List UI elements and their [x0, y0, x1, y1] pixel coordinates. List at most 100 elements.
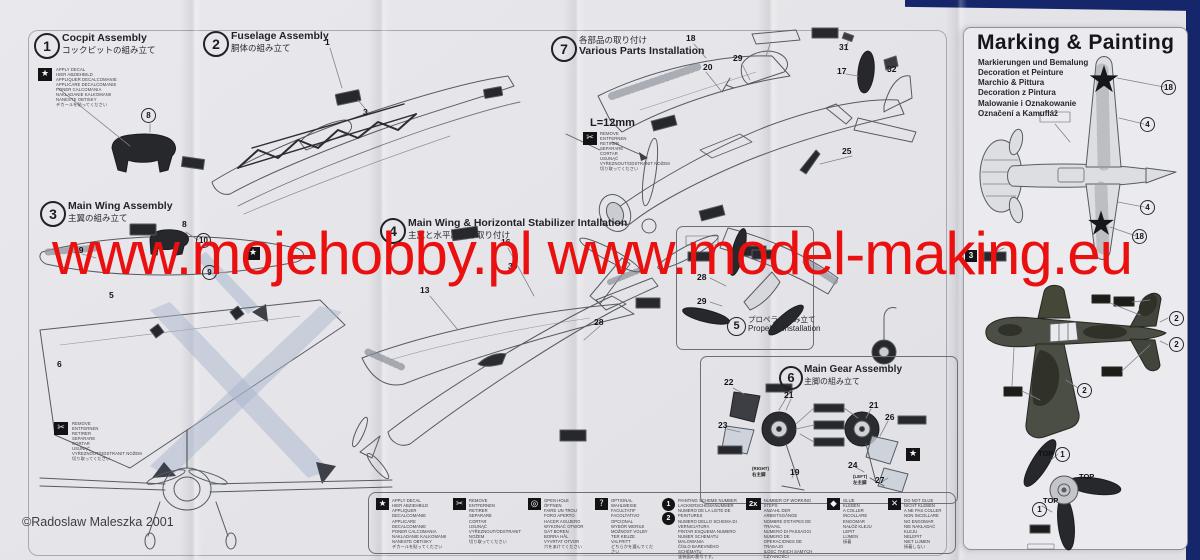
- step-4-title: Main Wing & Horizontal Stabilizer Intall…: [408, 217, 628, 229]
- step-5-box: [676, 226, 814, 350]
- marking-painting-title: Marking & Painting: [977, 31, 1175, 54]
- prop-top-label: TOP: [1079, 472, 1095, 481]
- apply-decal-note: APPLY DECAL HIER ABZIEHBILD APPLIQUER DE…: [56, 67, 117, 108]
- part-number: 23: [718, 420, 728, 430]
- legend-item-open-hole: ◎ OPEN HOLE ÖFFNEN FAIRE UN TROU FORO AP…: [528, 498, 590, 549]
- step-5-number: 5: [727, 317, 746, 336]
- remove-icon: ✂: [453, 498, 466, 510]
- part-number: 6: [57, 359, 62, 369]
- callout-decal-18: 18: [1132, 229, 1147, 244]
- step-1-title-jp: コックピットの組み立て: [62, 45, 156, 56]
- part-number: 13: [420, 285, 430, 295]
- legend-item-apply-decal: ★ APPLY DECAL HIER ABZIEHBILD APPLIQUER …: [376, 498, 448, 550]
- step-6-title: Main Gear Assembly: [804, 364, 903, 375]
- part-number: 25: [842, 146, 852, 156]
- legend-text: DO NOT GLUE NICHT KLEBEN A NE PAS COLLER…: [904, 498, 942, 550]
- part-number: 20: [703, 62, 713, 72]
- part-number: 29: [697, 296, 707, 306]
- callout-decal-18: 18: [1161, 80, 1176, 95]
- step-1-header: Cocpit Assembly コックピットの組み立て: [62, 32, 156, 55]
- part-number: 32: [887, 64, 897, 74]
- remove-icon: ✂: [54, 422, 68, 435]
- callout-scheme-2: 2: [1169, 311, 1184, 326]
- marking-panel: [963, 27, 1188, 550]
- prop-top-label: TOP: [1043, 496, 1059, 505]
- part-number: 21: [869, 400, 879, 410]
- part-number: 1: [325, 37, 330, 47]
- step-7-title-jp: 各部品の取り付け: [579, 35, 648, 45]
- step-4-number: 4: [380, 218, 406, 244]
- part-number: 28: [594, 317, 604, 327]
- fold-crease: [368, 0, 390, 560]
- part-number: 28: [697, 272, 707, 282]
- part-number: 21: [784, 390, 794, 400]
- part-number: 31: [839, 42, 849, 52]
- legend-item-working-steps: 2x NUMBER OF WORKING STEPS ANZAHL DER AR…: [745, 498, 822, 560]
- step-6-header: Main Gear Assembly 主脚の組み立て: [804, 364, 902, 386]
- part-number: 27: [875, 475, 885, 485]
- symbol-legend: ★ APPLY DECAL HIER ABZIEHBILD APPLIQUER …: [368, 492, 956, 560]
- copyright: ©Radoslaw Maleszka 2001: [22, 515, 174, 529]
- part-number: 16: [501, 237, 511, 247]
- glue-icon: ◆: [827, 498, 840, 510]
- legend-item-remove: ✂ REMOVE ENTFERNEN RETIRER SEPARARE CORT…: [453, 498, 523, 548]
- step-5-title-jp: プロペラの組み立て: [748, 315, 816, 324]
- scheme-3-marker: 3: [965, 250, 977, 262]
- scheme-number-1-icon: 1: [662, 498, 675, 511]
- callout-10: 10: [196, 233, 211, 248]
- remove-icon: ✂: [583, 132, 597, 145]
- prop-top-label: TOP: [1038, 449, 1054, 458]
- callout-scheme-2: 2: [1077, 383, 1092, 398]
- step-1-number: 1: [34, 33, 60, 59]
- step-6-number: 6: [779, 366, 803, 390]
- callout-scheme-1: 1: [1032, 502, 1047, 517]
- callout-8: 8: [141, 108, 156, 123]
- fold-crease: [945, 0, 967, 560]
- step-6-title-jp: 主脚の組み立て: [804, 376, 860, 386]
- remove-note: REMOVE ENTFERNEN RETIRER SEPARARE CORTAR…: [72, 421, 142, 462]
- step-2-title: Fuselage Assembly: [231, 30, 329, 42]
- length-note: L=12mm: [590, 117, 635, 129]
- step-5-title: Propeller Installation: [748, 324, 821, 333]
- step-7-title: Various Parts Installation: [579, 45, 705, 58]
- legend-text: APPLY DECAL HIER ABZIEHBILD APPLIQUER DE…: [392, 498, 447, 550]
- step-1-title: Cocpit Assembly: [62, 32, 147, 44]
- callout-scheme-2: 2: [1169, 337, 1184, 352]
- part-number: 5: [109, 290, 114, 300]
- legend-item-glue: ◆ GLUE KLEBEN A COLLER INCOLLARE ENGOMAR…: [827, 498, 883, 548]
- legend-item-do-not-glue: ✕ DO NOT GLUE NICHT KLEBEN A NE PAS COLL…: [888, 498, 948, 550]
- step-2-title-jp: 胴体の組み立て: [231, 43, 291, 54]
- step-5-header: プロペラの組み立て Propeller Installation: [748, 315, 820, 334]
- part-number: 3: [363, 107, 368, 117]
- optional-icon: ?: [595, 498, 608, 510]
- step-2-header: Fuselage Assembly 胴体の組み立て: [231, 30, 329, 53]
- step-3-number: 3: [40, 201, 66, 227]
- part-number: 30: [508, 261, 518, 271]
- working-steps-icon: 2x: [745, 498, 761, 510]
- scan-backdrop-top: [905, 0, 1200, 11]
- open-hole-icon: ◎: [528, 498, 541, 510]
- scheme-number-2-icon: 2: [662, 512, 675, 525]
- part-number: 26: [885, 412, 895, 422]
- part-number: 18: [686, 33, 696, 43]
- part-number: 22: [724, 377, 734, 387]
- legend-text: NUMBER OF WORKING STEPS ANZAHL DER ARBEI…: [763, 498, 813, 560]
- watermark: www.mojehobby.pl www.model-making.eu: [52, 220, 1133, 287]
- remove-note: REMOVE ENTFERNEN RETIRER SEPARARE CORTAR…: [600, 131, 670, 172]
- right-gear-label: (RIGHT) 右主脚: [752, 466, 769, 477]
- part-number: 17: [837, 66, 847, 76]
- apply-decal-icon: ★: [906, 448, 920, 461]
- part-number: 24: [848, 460, 858, 470]
- legend-item-optional: ? OPTIONAL WAHLWEISE FACULTATIF FACOLTAT…: [595, 498, 657, 554]
- legend-text: GLUE KLEBEN A COLLER INCOLLARE ENGOMAR N…: [843, 498, 872, 544]
- marking-painting-subtitles: Markierungen und Bemalung Decoration et …: [978, 58, 1089, 118]
- scan-backdrop-right: [1186, 0, 1200, 560]
- callout-scheme-4: 4: [1140, 117, 1155, 132]
- apply-decal-icon: ★: [38, 68, 52, 81]
- callout-9: 9: [202, 265, 217, 280]
- step-7-number: 7: [551, 36, 577, 62]
- step-7-header: 各部品の取り付け Various Parts Installation: [579, 34, 704, 57]
- apply-decal-icon: ★: [376, 498, 389, 510]
- legend-text: REMOVE ENTFERNEN RETIRER SEPARARE CORTAR…: [469, 498, 522, 544]
